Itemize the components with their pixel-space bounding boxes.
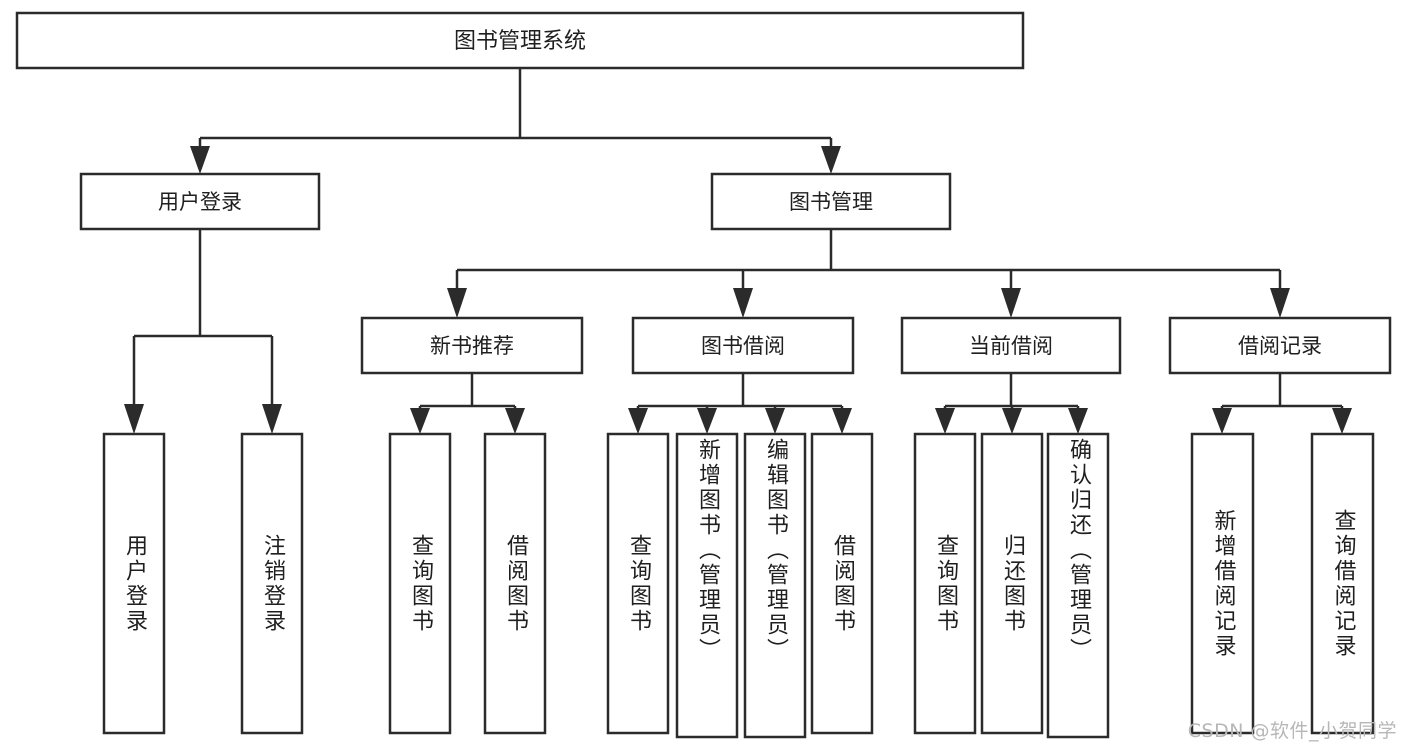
node-user-login[interactable]: 用户登录: [79, 172, 321, 231]
arrow-head-leaf-query-book-borrow: [628, 408, 648, 434]
node-root-box[interactable]: [15, 11, 1025, 70]
node-user-login-box[interactable]: [79, 172, 321, 231]
node-leaf-borrow-book-recommend-box[interactable]: [483, 432, 547, 735]
arrow-head-leaf-query-borrow-record: [1332, 408, 1352, 434]
node-user-login-label: 用户登录: [158, 190, 242, 214]
node-leaf-query-book-borrow-box[interactable]: [606, 432, 670, 735]
arrow-head-leaf-confirm-return: [1068, 408, 1088, 434]
arrow-head-leaf-logout: [262, 404, 282, 434]
arrow-head-leaf-query-book-recommend: [410, 408, 430, 434]
node-book-management-box[interactable]: [710, 172, 952, 231]
node-root-label: 图书管理系统: [454, 29, 586, 54]
arrow-head-borrow-record: [1270, 288, 1290, 318]
node-book-borrow[interactable]: 图书借阅: [631, 316, 855, 375]
node-book-management[interactable]: 图书管理: [710, 172, 952, 231]
node-book-management-label: 图书管理: [789, 190, 873, 214]
node-leaf-return-book-box[interactable]: [980, 432, 1044, 735]
node-leaf-add-borrow-record-box[interactable]: [1190, 432, 1255, 735]
node-current-borrow[interactable]: 当前借阅: [900, 316, 1122, 375]
arrow-head-leaf-borrow-book: [832, 408, 852, 434]
node-book-borrow-box[interactable]: [631, 316, 855, 375]
arrow-head-book-management: [821, 146, 841, 174]
node-new-book-recommend-box[interactable]: [360, 316, 584, 375]
arrow-head-current-borrow: [1001, 288, 1021, 318]
node-layer: 图书管理系统 用户登录 图书管理 新书推荐 图书借阅: [15, 11, 1392, 739]
arrow-head-leaf-return-book: [1002, 408, 1022, 434]
arrow-head-new-book-recommend: [447, 288, 467, 318]
arrow-head-leaf-edit-book: [765, 408, 785, 434]
node-borrow-record-box[interactable]: [1168, 316, 1392, 375]
node-leaf-edit-book-box[interactable]: [743, 432, 807, 739]
arrow-head-leaf-add-borrow-record: [1212, 408, 1232, 434]
node-leaf-logout-box[interactable]: [240, 432, 304, 735]
arrow-head-book-borrow: [733, 288, 753, 318]
arrow-head-user-login: [190, 146, 210, 174]
connector-layer: [124, 68, 1352, 434]
node-leaf-user-login-box[interactable]: [102, 432, 166, 735]
node-root[interactable]: 图书管理系统: [15, 11, 1025, 70]
node-borrow-record[interactable]: 借阅记录: [1168, 316, 1392, 375]
node-leaf-add-book-box[interactable]: [675, 432, 739, 739]
node-leaf-query-book-recommend-box[interactable]: [388, 432, 452, 735]
arrow-head-leaf-user-login: [124, 404, 144, 434]
arrow-head-leaf-query-book-current: [935, 408, 955, 434]
node-book-borrow-label: 图书借阅: [701, 334, 785, 358]
arrow-head-leaf-add-book: [697, 408, 717, 434]
node-current-borrow-box[interactable]: [900, 316, 1122, 375]
arrow-head-leaf-borrow-book-recommend: [505, 408, 525, 434]
node-leaf-query-borrow-record-box[interactable]: [1310, 432, 1375, 735]
node-leaf-borrow-book-box[interactable]: [810, 432, 874, 735]
node-new-book-recommend-label: 新书推荐: [430, 334, 514, 358]
node-leaf-confirm-return-box[interactable]: [1046, 432, 1110, 739]
node-borrow-record-label: 借阅记录: [1238, 334, 1322, 358]
csdn-watermark: CSDN @软件_小贺同学: [1187, 720, 1397, 742]
node-leaf-query-book-current-box[interactable]: [913, 432, 977, 735]
node-current-borrow-label: 当前借阅: [969, 334, 1053, 358]
node-new-book-recommend[interactable]: 新书推荐: [360, 316, 584, 375]
